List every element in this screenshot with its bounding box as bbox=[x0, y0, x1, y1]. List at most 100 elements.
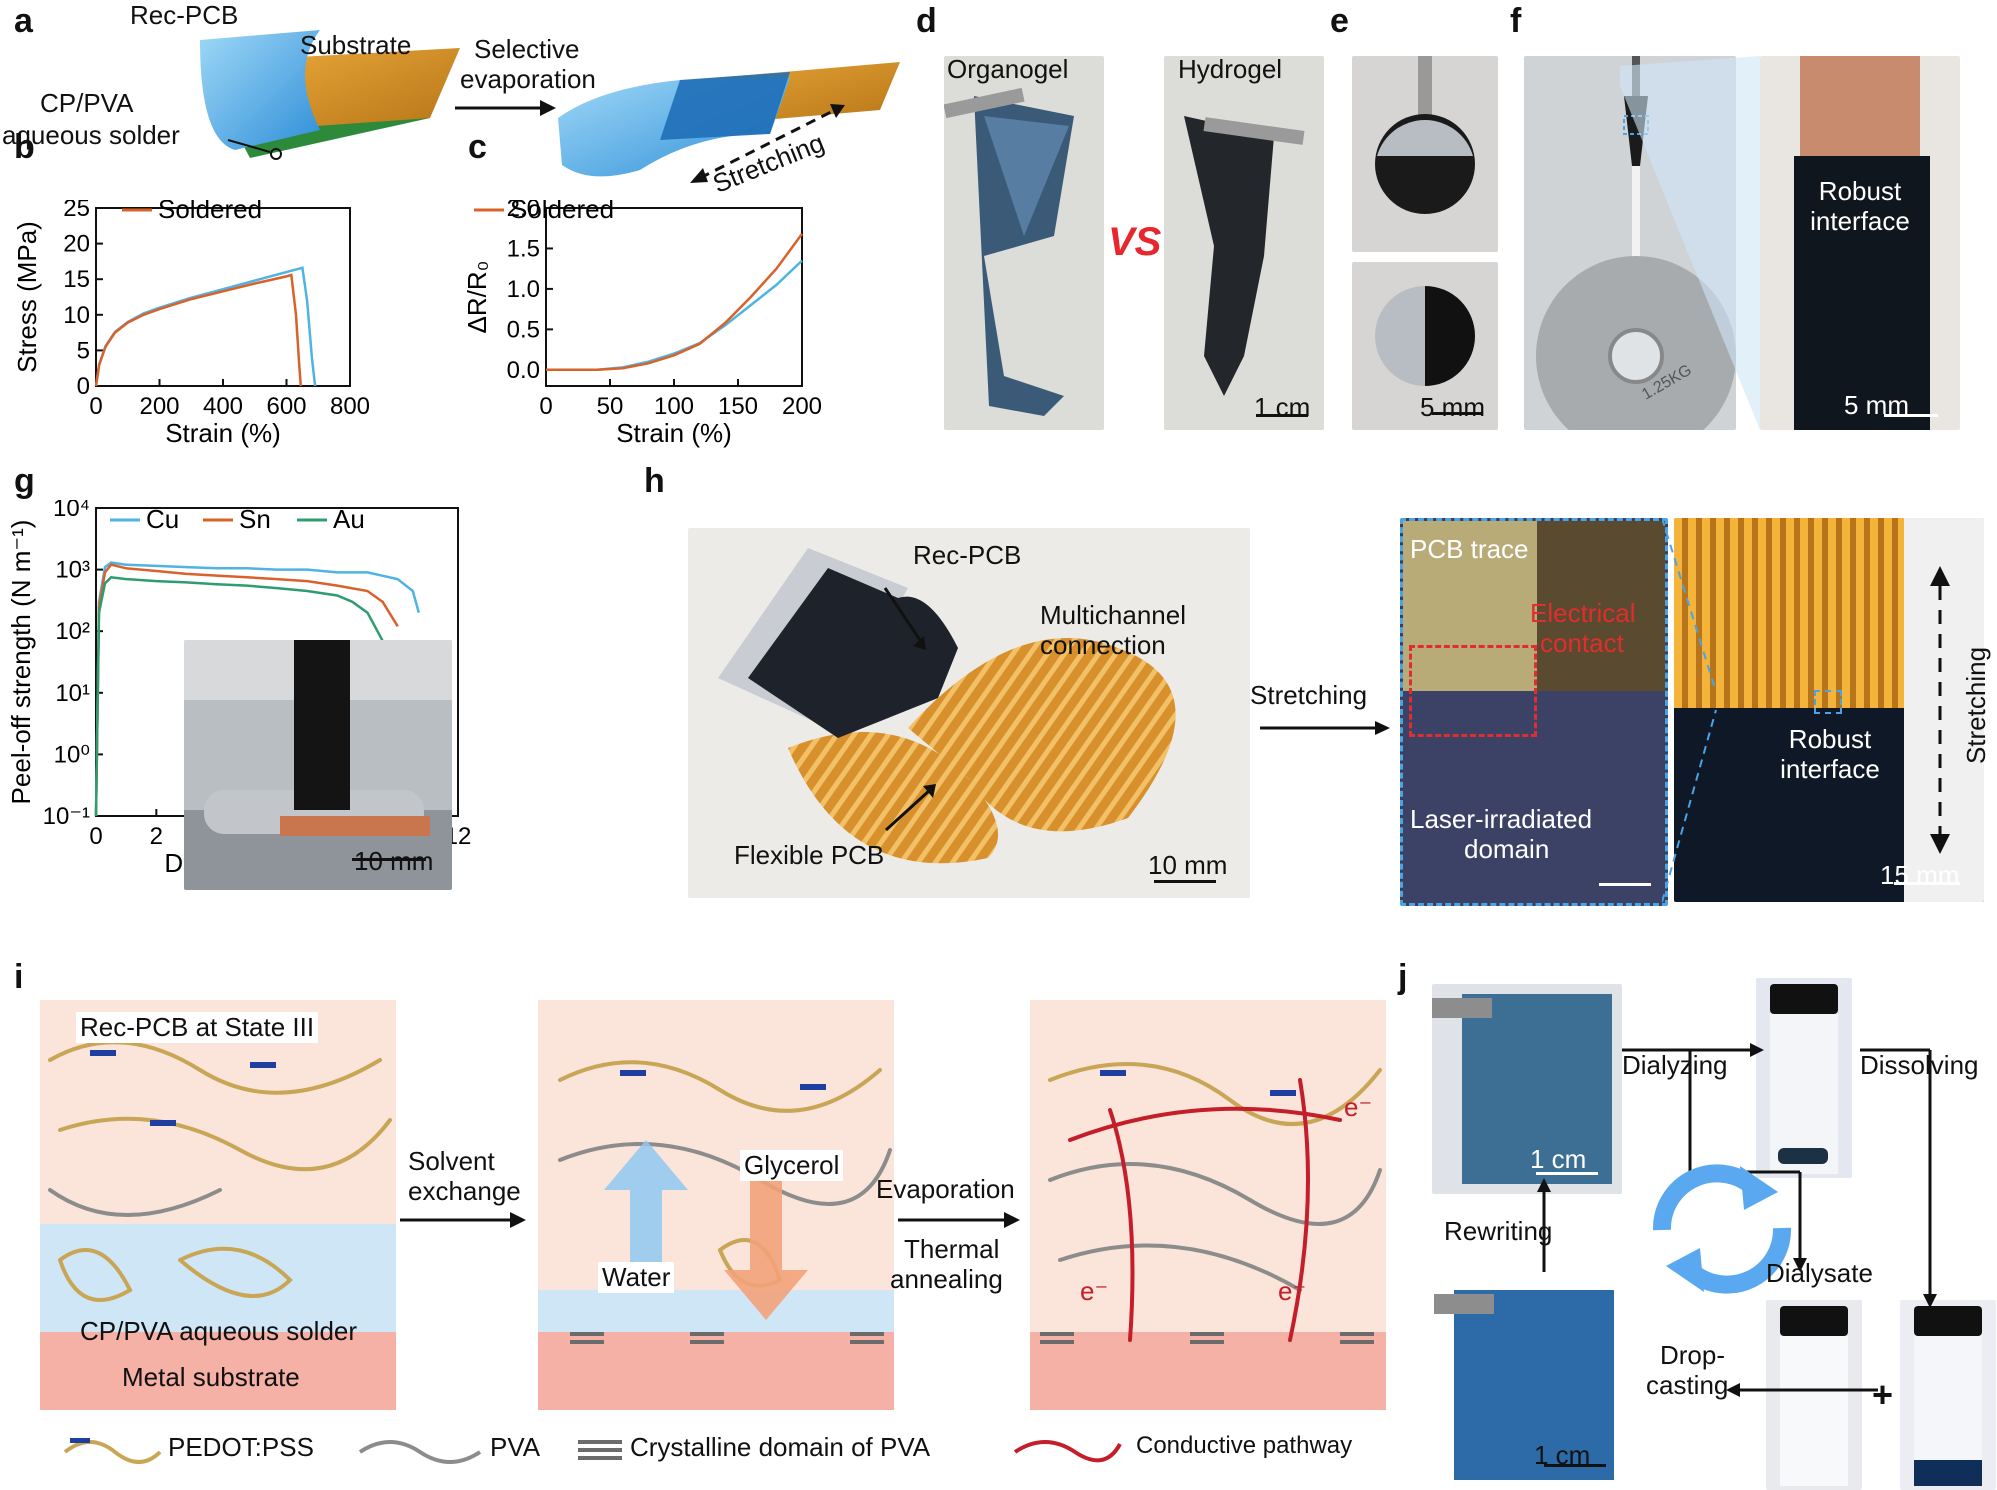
x-tick-label-b: 800 bbox=[330, 393, 370, 420]
selective-arrow-head bbox=[540, 100, 556, 116]
i-conductive-path-1 bbox=[1108, 1108, 1135, 1342]
i-thermal-label-1: Thermal bbox=[904, 1234, 1000, 1264]
panel-label-g: g bbox=[14, 462, 35, 500]
panel-label-j: j bbox=[1398, 958, 1408, 996]
i-box3-metal bbox=[1030, 1332, 1386, 1410]
inset-copper bbox=[280, 816, 430, 836]
y-tick-label-b: 10 bbox=[63, 302, 90, 329]
series-line-g-cu bbox=[94, 561, 421, 817]
i-chain-10 bbox=[1048, 1162, 1382, 1226]
hydrogel-photo bbox=[1164, 56, 1324, 430]
x-tick-label-c: 0 bbox=[539, 393, 552, 420]
series-line-b-pristine bbox=[94, 266, 317, 387]
a-selective-label-2: evaporation bbox=[460, 64, 596, 94]
j-drop-label-2: casting bbox=[1646, 1370, 1729, 1400]
legend-label-c-soldered: Soldered bbox=[510, 200, 614, 224]
i-electron-label-3: e⁻ bbox=[1278, 1276, 1307, 1306]
i-cryst-2b bbox=[690, 1340, 724, 1344]
i-solvent-label-2: exchange bbox=[408, 1176, 521, 1206]
h-robust-label-2: interface bbox=[1780, 754, 1880, 784]
x-axis-label-c: Strain (%) bbox=[616, 418, 732, 448]
stretched-film-core bbox=[660, 72, 790, 140]
i-pedot-seg-6 bbox=[1100, 1070, 1126, 1076]
i-water-label: Water bbox=[598, 1262, 675, 1293]
d-vs-label: VS bbox=[1108, 220, 1162, 264]
a-solder-label-1: CP/PVA bbox=[40, 88, 134, 118]
rec-pcb-film bbox=[200, 30, 320, 150]
y-tick-label-b: 15 bbox=[63, 266, 90, 293]
black-recpcb bbox=[1794, 156, 1930, 430]
i-pedot-seg-2 bbox=[250, 1062, 276, 1068]
panel-label-e: e bbox=[1330, 2, 1349, 40]
j-cycle-arc-1 bbox=[1652, 1164, 1758, 1231]
x-tick-label-g: 2 bbox=[150, 823, 163, 850]
sphere-metal-half-1 bbox=[1377, 120, 1473, 156]
j-scale-bar-2 bbox=[1544, 1464, 1606, 1467]
a-substrate-label: Substrate bbox=[300, 30, 412, 60]
j-tweezer-2 bbox=[1434, 1294, 1494, 1314]
h-laser-label-1: Laser-irradiated bbox=[1410, 804, 1593, 834]
j-scale-bar-1 bbox=[1536, 1172, 1598, 1175]
legend-label-b-soldered: Soldered bbox=[158, 200, 262, 224]
d-organogel-label: Organogel bbox=[947, 54, 1069, 84]
j-arrow-dialyzing-head bbox=[1750, 1043, 1764, 1057]
g-inset-scale-label: 10 mm bbox=[354, 846, 434, 876]
j-flow-arrows bbox=[1537, 1043, 1937, 1397]
series-line-g-sn bbox=[94, 563, 399, 817]
interface-photo bbox=[1760, 56, 1960, 430]
rec-pcb-black bbox=[748, 568, 958, 738]
j-plus-sign: + bbox=[1872, 1374, 1894, 1415]
legend-cryst-2 bbox=[578, 1448, 622, 1452]
legend-label-g-sn: Sn bbox=[239, 504, 271, 534]
i-cryst-4b bbox=[1040, 1340, 1074, 1344]
j-scale-label-1: 1 cm bbox=[1530, 1144, 1587, 1174]
flex-pcb-photo bbox=[688, 528, 1250, 898]
x-tick-label-c: 100 bbox=[654, 393, 694, 420]
flex-pcb-trace-upper bbox=[908, 638, 1176, 832]
j-vial-residue bbox=[1778, 1148, 1828, 1164]
i-cryst-1a bbox=[570, 1332, 604, 1336]
legend-label-b-pristine: Pristine bbox=[158, 200, 245, 202]
y-tick-label-g: 10² bbox=[55, 618, 90, 645]
stretching-arrow-head-right bbox=[830, 104, 845, 118]
series-line-c-pristine bbox=[546, 259, 803, 372]
organogel-twist-highlight bbox=[984, 116, 1069, 236]
i-solvent-label-1: Solvent bbox=[408, 1146, 495, 1176]
i-solder-label: CP/PVA aqueous solder bbox=[80, 1316, 358, 1346]
legend-cryst-label: Crystalline domain of PVA bbox=[630, 1432, 931, 1462]
stretching-arrow-head-left bbox=[690, 168, 708, 183]
sphere-coated-half-2 bbox=[1425, 286, 1475, 386]
series-line-c-soldered bbox=[546, 233, 804, 372]
x-tick-label-b: 0 bbox=[89, 393, 102, 420]
f-robust-label-2: interface bbox=[1810, 206, 1910, 236]
h-callout-arrows bbox=[883, 587, 936, 832]
sphere-photo-2 bbox=[1352, 262, 1498, 430]
i-chain-1 bbox=[48, 1040, 382, 1095]
h-scale-bar-1 bbox=[1154, 880, 1216, 883]
j-dialyzing-label: Dialyzing bbox=[1622, 1050, 1728, 1080]
j-drop-label-1: Drop- bbox=[1660, 1340, 1726, 1370]
panel-label-d: d bbox=[916, 2, 937, 40]
j-vial-cap-1 bbox=[1770, 984, 1838, 1014]
j-photo-1 bbox=[1432, 984, 1622, 1194]
h-recpcb-arrow-line bbox=[883, 587, 922, 641]
i-metal-label: Metal substrate bbox=[122, 1362, 300, 1392]
h-multi-label-2: connection bbox=[1040, 630, 1166, 660]
j-cycle-head-1 bbox=[1740, 1166, 1778, 1210]
y-tick-label-g: 10⁴ bbox=[53, 500, 90, 522]
i-pedot-seg-7 bbox=[1270, 1090, 1296, 1096]
j-vial-body-2 bbox=[1780, 1336, 1848, 1486]
x-tick-label-c: 150 bbox=[718, 393, 758, 420]
zoom-cone bbox=[1620, 56, 1760, 430]
i-arrow-1-head bbox=[510, 1212, 526, 1228]
h-vert-arrow-bottom bbox=[1930, 834, 1950, 854]
x-tick-label-b: 200 bbox=[139, 393, 179, 420]
hydrogel-tweezer bbox=[1203, 117, 1305, 145]
panel-label-f: f bbox=[1510, 2, 1522, 40]
panel-label-c: c bbox=[468, 128, 487, 166]
y-tick-label-b: 20 bbox=[63, 231, 90, 258]
y-tick-label-b: 25 bbox=[63, 200, 90, 222]
j-vial-cap-2 bbox=[1780, 1306, 1848, 1336]
legend-cryst-1 bbox=[578, 1440, 622, 1444]
